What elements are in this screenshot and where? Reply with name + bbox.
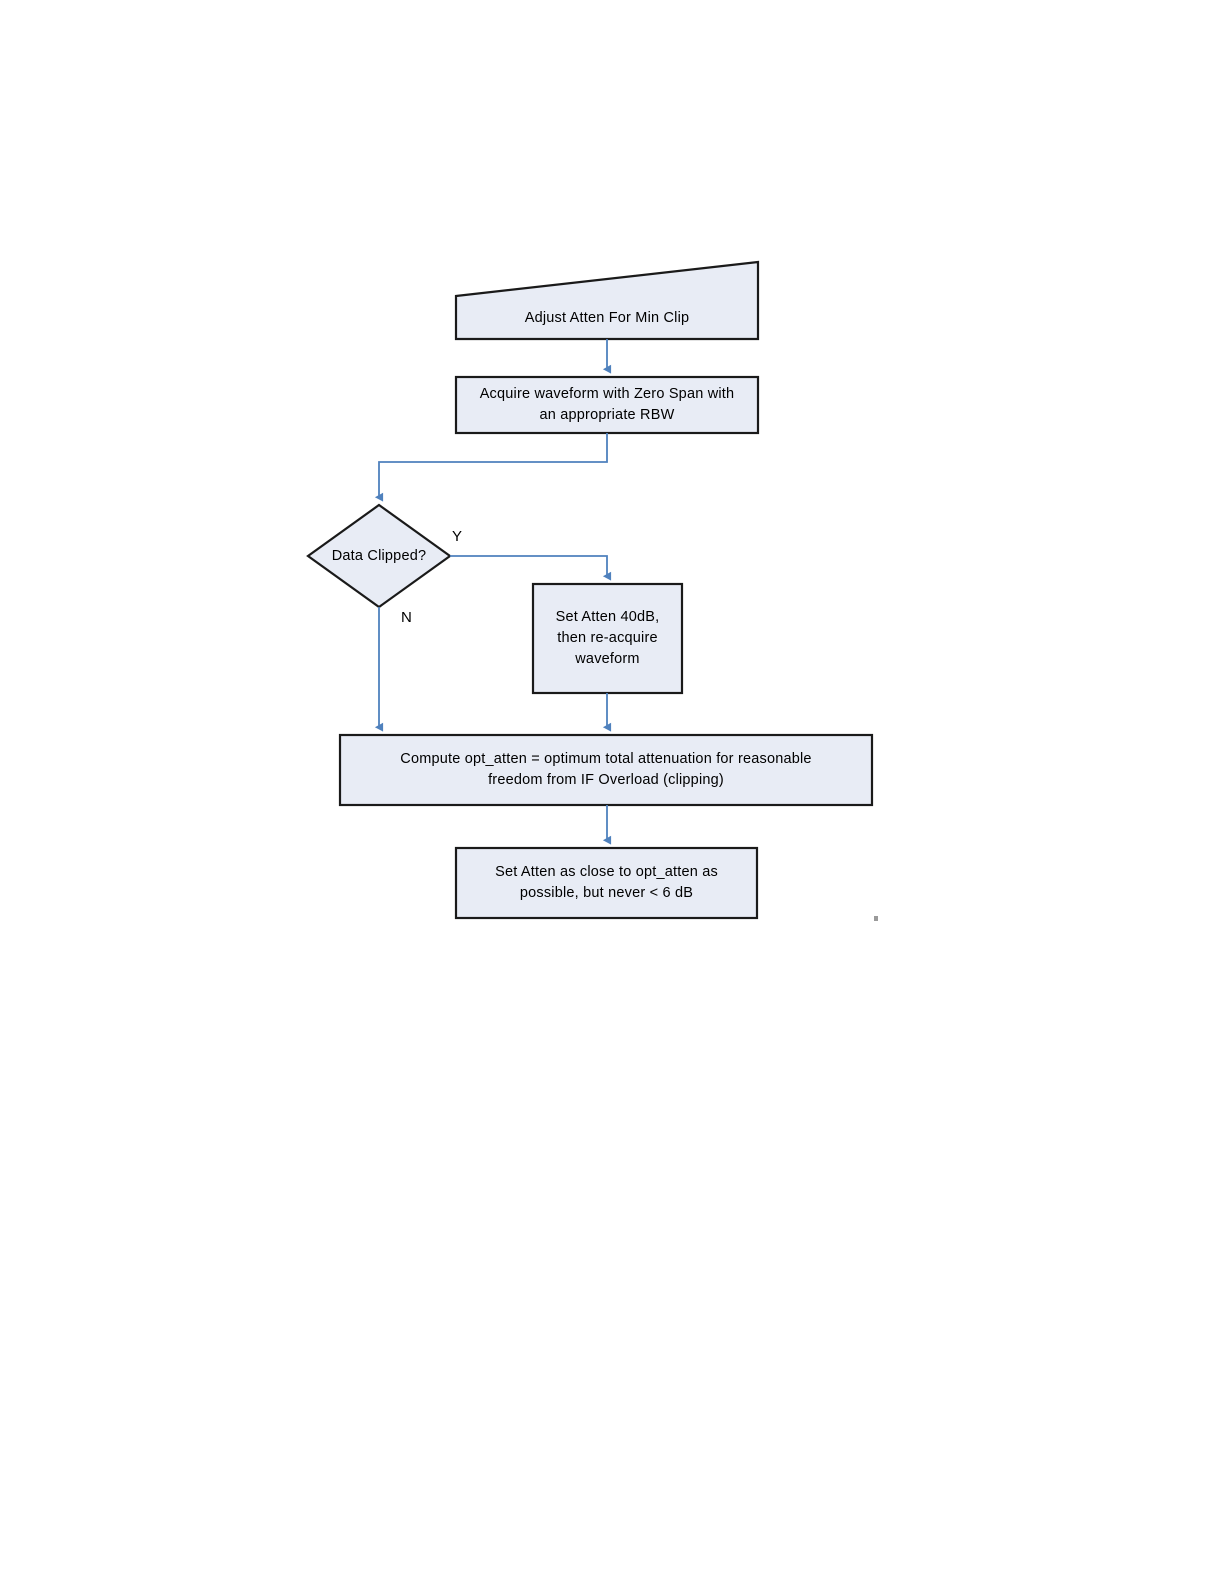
node-acquire-shape — [454, 375, 760, 435]
edge-decision-yes — [450, 555, 612, 581]
node-set40-shape — [531, 582, 684, 695]
edge-label-yes: Y — [452, 528, 463, 545]
node-compute-shape — [338, 733, 874, 807]
node-start-shape — [454, 260, 760, 341]
edge-label-no: N — [401, 609, 412, 626]
node-setfinal-shape — [454, 846, 759, 920]
edge-acquire-to-decision — [374, 433, 608, 502]
scan-artifact-speck — [874, 916, 878, 921]
node-decision-shape — [306, 503, 452, 609]
